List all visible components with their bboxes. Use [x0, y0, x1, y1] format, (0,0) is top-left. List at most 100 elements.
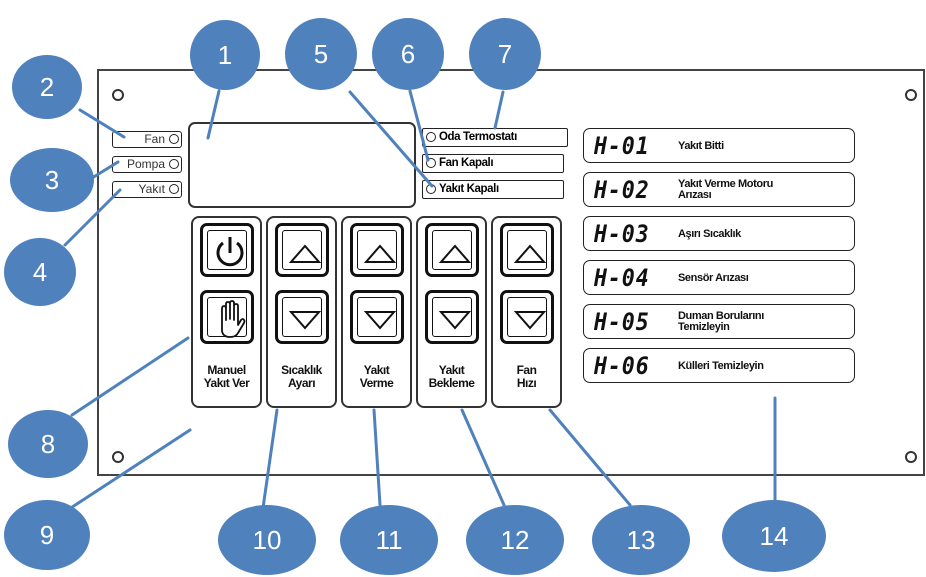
callout-1: 1: [190, 20, 260, 90]
manual-feed-button[interactable]: [200, 290, 254, 344]
error-code: H-03: [594, 220, 650, 248]
error-code: H-01: [594, 132, 650, 160]
callout-9: 9: [4, 500, 90, 570]
error-description-line2: Temizleyin: [678, 321, 730, 333]
error-code: H-04: [594, 264, 650, 292]
callout-14: 14: [722, 500, 826, 572]
arrow-down-icon: [363, 311, 397, 330]
label-line: Yakıt: [438, 363, 465, 377]
button-face: [282, 230, 322, 270]
temperature-down-button[interactable]: [275, 290, 329, 344]
fan-speed-up-button[interactable]: [500, 223, 554, 277]
arrow-up-icon: [363, 244, 397, 263]
indicator-led: [169, 159, 179, 169]
label-line: Fan: [516, 363, 537, 377]
button-face: [507, 230, 547, 270]
screw-bottom-left: [112, 451, 124, 463]
screw-top-left: [112, 89, 124, 101]
error-description: Sensör Arızası: [678, 272, 749, 284]
error-code-h04: H-04 Sensör Arızası: [583, 260, 855, 295]
arrow-up-icon: [513, 244, 547, 263]
callout-12: 12: [466, 505, 564, 575]
error-description: Yakıt Bitti: [678, 140, 724, 152]
fuel-feed-up-button[interactable]: [350, 223, 404, 277]
status-label: Yakıt Kapalı: [439, 183, 499, 195]
hand-icon: [221, 300, 246, 338]
error-description: Aşırı Sıcaklık: [678, 228, 741, 240]
arrow-down-icon: [438, 311, 472, 330]
callout-6: 6: [372, 18, 444, 90]
control-label-fuel-feed: Yakıt Verme: [341, 364, 412, 390]
control-label-manual: Manuel Yakıt Ver: [191, 364, 262, 390]
error-code: H-05: [594, 308, 650, 336]
error-description: Külleri Temizleyin: [678, 360, 764, 372]
indicator-led: [169, 184, 179, 194]
callout-2: 2: [12, 55, 82, 119]
status-led: [426, 158, 436, 168]
error-code: H-02: [594, 176, 650, 204]
callout-10: 10: [218, 505, 316, 575]
power-icon: [216, 237, 244, 267]
control-label-fuel-wait: Yakıt Bekleme: [416, 364, 487, 390]
indicator-label: Yakıt: [138, 182, 165, 196]
callout-11: 11: [340, 505, 438, 575]
button-face: [432, 230, 472, 270]
error-code-h02: H-02 Yakıt Verme Motoru Arızası: [583, 172, 855, 207]
button-face: [507, 297, 547, 337]
error-code-h06: H-06 Külleri Temizleyin: [583, 348, 855, 383]
status-led: [426, 132, 436, 142]
callout-7: 7: [469, 18, 541, 90]
label-line: Sıcaklık: [281, 363, 322, 377]
error-code-h03: H-03 Aşırı Sıcaklık: [583, 216, 855, 251]
control-label-fan-speed: Fan Hızı: [491, 364, 562, 390]
button-face: [357, 230, 397, 270]
arrow-up-icon: [438, 244, 472, 263]
callout-13: 13: [592, 505, 690, 575]
error-code-h01: H-01 Yakıt Bitti: [583, 128, 855, 163]
status-oda-termostati: Oda Termostatı: [422, 128, 568, 147]
arrow-down-icon: [513, 311, 547, 330]
arrow-down-icon: [288, 311, 322, 330]
error-description: Duman Borularını: [678, 310, 764, 322]
label-line: Bekleme: [428, 376, 475, 390]
fuel-wait-down-button[interactable]: [425, 290, 479, 344]
status-label: Oda Termostatı: [439, 131, 517, 143]
power-button[interactable]: [200, 223, 254, 277]
fuel-wait-up-button[interactable]: [425, 223, 479, 277]
label-line: Yakıt: [363, 363, 390, 377]
temperature-up-button[interactable]: [275, 223, 329, 277]
status-fan-kapali: Fan Kapalı: [422, 154, 564, 173]
callout-3: 3: [10, 148, 94, 212]
error-code: H-06: [594, 352, 650, 380]
callout-5: 5: [285, 18, 357, 90]
label-line: Manuel: [207, 363, 246, 377]
indicator-label: Fan: [144, 132, 165, 146]
error-code-h05: H-05 Duman Borularını Temizleyin: [583, 304, 855, 339]
status-yakit-kapali: Yakıt Kapalı: [422, 180, 564, 199]
screw-bottom-right: [905, 451, 917, 463]
status-label: Fan Kapalı: [439, 157, 494, 169]
button-face: [357, 297, 397, 337]
control-label-temperature: Sıcaklık Ayarı: [266, 364, 337, 390]
indicator-label: Pompa: [126, 157, 165, 171]
label-line: Hızı: [516, 376, 537, 390]
indicator-pompa: Pompa: [112, 156, 182, 173]
button-face: [432, 297, 472, 337]
callout-8: 8: [8, 410, 88, 478]
error-description: Yakıt Verme Motoru: [678, 178, 773, 190]
indicator-led: [169, 134, 179, 144]
label-line: Verme: [359, 376, 394, 390]
button-face: [282, 297, 322, 337]
button-face: [207, 230, 247, 270]
arrow-up-icon: [288, 244, 322, 263]
callout-4: 4: [4, 238, 76, 306]
label-line: Ayarı: [287, 376, 316, 390]
fan-speed-down-button[interactable]: [500, 290, 554, 344]
indicator-fan: Fan: [112, 131, 182, 148]
screw-top-right: [905, 89, 917, 101]
error-description-line2: Arızası: [678, 189, 712, 201]
fuel-feed-down-button[interactable]: [350, 290, 404, 344]
indicator-yakit: Yakıt: [112, 181, 182, 198]
